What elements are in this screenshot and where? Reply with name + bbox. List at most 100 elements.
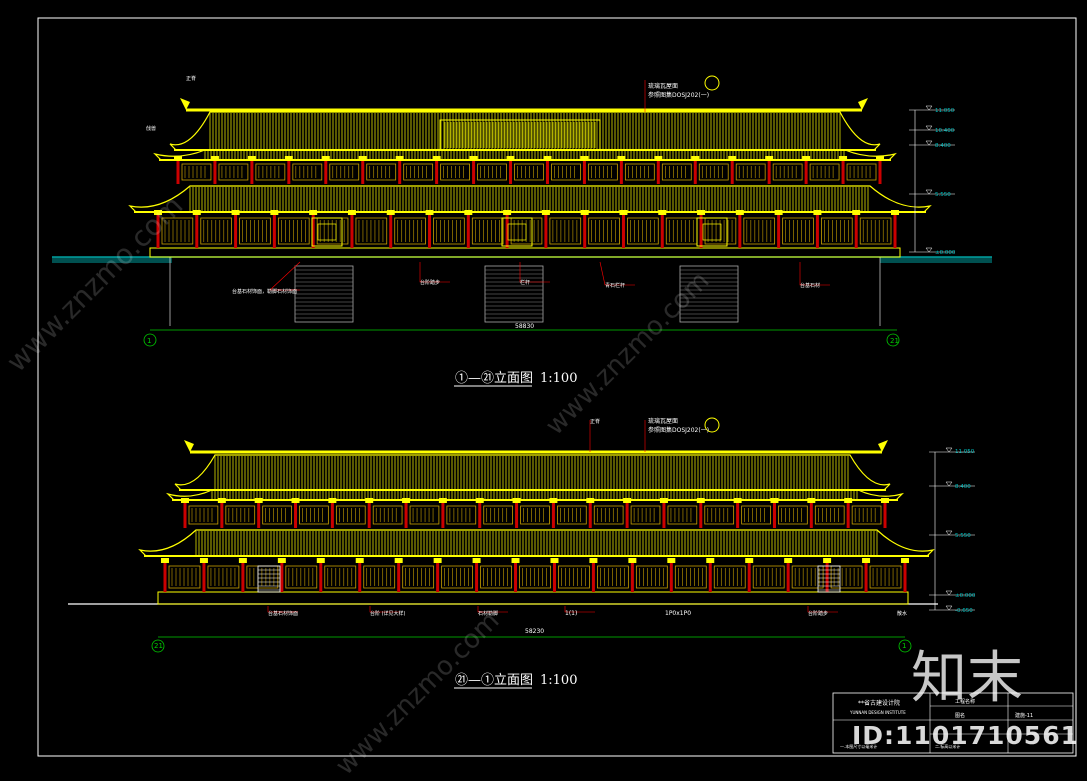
title-institute-en: YUNNAN DESIGN INSTITUTE [849, 710, 906, 715]
bottom-lower-bracket [862, 558, 871, 563]
top-lower-panel [743, 217, 776, 245]
top-upper-pillar [472, 160, 476, 184]
top-upper-pillar [693, 160, 697, 184]
bottom-lower-pillar [552, 562, 556, 592]
bottom-leader-1 [369, 606, 400, 613]
top-lower-pillar [156, 214, 160, 248]
bottom-upper-pillar [367, 502, 371, 528]
top-upper-bracket [506, 156, 515, 161]
top-upper-panel [477, 163, 507, 181]
bottom-base-note-6: 散水 [897, 610, 907, 617]
top-upper-pillar [656, 160, 660, 184]
top-lower-panel [859, 217, 892, 245]
top-levels-marker [925, 140, 933, 146]
top-lower-pillar [195, 214, 199, 248]
bottom-upper-panel [225, 505, 256, 525]
bottom-elevation-scale: 1:100 [540, 673, 577, 688]
bottom-lower-pillar [747, 562, 751, 592]
top-lower-pillar [815, 214, 819, 248]
top-main-roof [169, 111, 881, 151]
bottom-lower-bracket [628, 558, 637, 563]
top-lower-pillar [621, 214, 625, 248]
top-leader-3 [599, 261, 635, 286]
top-axis-end: 21 [890, 337, 899, 345]
top-lower-panel [355, 217, 388, 245]
bottom-upper-panel [299, 505, 329, 525]
title-block: **省古建设计院 YUNNAN DESIGN INSTITUTE 工程名称 图名… [832, 692, 1074, 754]
top-lower-panel [394, 217, 426, 245]
bottom-lower-panel [207, 565, 240, 589]
top-window-inner-1 [507, 223, 527, 241]
bottom-total-dim: 58230 [525, 628, 544, 635]
top-upper-panel [440, 163, 470, 181]
top-levels-marker [925, 105, 933, 111]
top-ridge-beast-right [858, 98, 868, 110]
bottom-lower-roof [138, 529, 935, 557]
top-lower-pillar [854, 214, 858, 248]
bottom-lower-panel [480, 565, 512, 589]
bottom-upper-pillar [699, 502, 703, 528]
bottom-lower-bracket [394, 558, 403, 563]
top-lower-pillar [311, 214, 315, 248]
bottom-lower-bracket [199, 558, 208, 563]
top-lower-panel [200, 217, 232, 245]
top-upper-pillar [730, 160, 734, 184]
bottom-lower-pillar [358, 562, 362, 592]
bottom-elev-2: 5.550 [955, 533, 971, 539]
bottom-lower-panel [324, 565, 357, 589]
bottom-axis-end: 1 [902, 642, 906, 650]
bottom-upper-panel [741, 505, 771, 525]
top-upper-bracket [691, 156, 700, 161]
bottom-lower-panel [363, 565, 396, 589]
top-lower-pillar [699, 214, 703, 248]
top-upper-pillar [545, 160, 549, 184]
top-ridge-beast-left [180, 98, 190, 110]
bottom-leader-0 [267, 606, 298, 613]
bottom-elevation [68, 417, 975, 689]
top-upper-pillar [176, 160, 180, 184]
bottom-lower-pillar [630, 562, 634, 592]
top-upper-pillar [509, 160, 513, 184]
top-leader-4 [799, 262, 830, 286]
bottom-upper-pillar [478, 502, 482, 528]
bottom-levels-marker [945, 530, 953, 536]
bottom-lower-bracket [472, 558, 481, 563]
top-elev-2: 8.400 [935, 143, 951, 149]
top-total-dim: 58830 [515, 323, 534, 330]
top-upper-pillar [435, 160, 439, 184]
top-upper-panel [292, 163, 323, 181]
bottom-upper-panel [335, 505, 366, 525]
bottom-lower-pillar [436, 562, 440, 592]
top-upper-pillar [398, 160, 402, 184]
top-lower-panel [627, 217, 659, 245]
top-upper-panel [181, 163, 212, 181]
top-upper-panel [735, 163, 766, 181]
top-upper-panel [551, 163, 581, 181]
top-upper-panel [255, 163, 286, 181]
top-elev-1: 10.400 [935, 128, 955, 134]
bottom-lower-panel [713, 565, 746, 589]
top-upper-panel [698, 163, 729, 181]
bottom-lower-bracket [589, 558, 598, 563]
top-upper-bracket [358, 156, 367, 161]
bottom-elev-0: 11.050 [955, 449, 975, 455]
top-upper-pillar [804, 160, 808, 184]
bottom-lower-bracket [706, 558, 715, 563]
bottom-upper-pillar [662, 502, 666, 528]
bottom-elev-1: 8.400 [955, 484, 971, 490]
bottom-upper-panel [814, 505, 845, 525]
bottom-leader-3 [564, 606, 595, 613]
top-upper-pillar [582, 160, 586, 184]
bottom-upper-panel [851, 505, 882, 525]
bottom-ref-label: 琉璃瓦屋面 [648, 417, 678, 425]
bottom-levels-marker [945, 481, 953, 487]
bottom-lower-bracket [511, 558, 520, 563]
top-upper-panel [846, 163, 877, 181]
top-lower-panel [821, 217, 853, 245]
bottom-upper-panel [262, 505, 292, 525]
bottom-base-note-1: 台阶 (详见大样) [370, 610, 406, 617]
bottom-lower-panel [402, 565, 435, 589]
bottom-ridge-beast-right [878, 440, 888, 452]
bottom-upper-panel [593, 505, 624, 525]
